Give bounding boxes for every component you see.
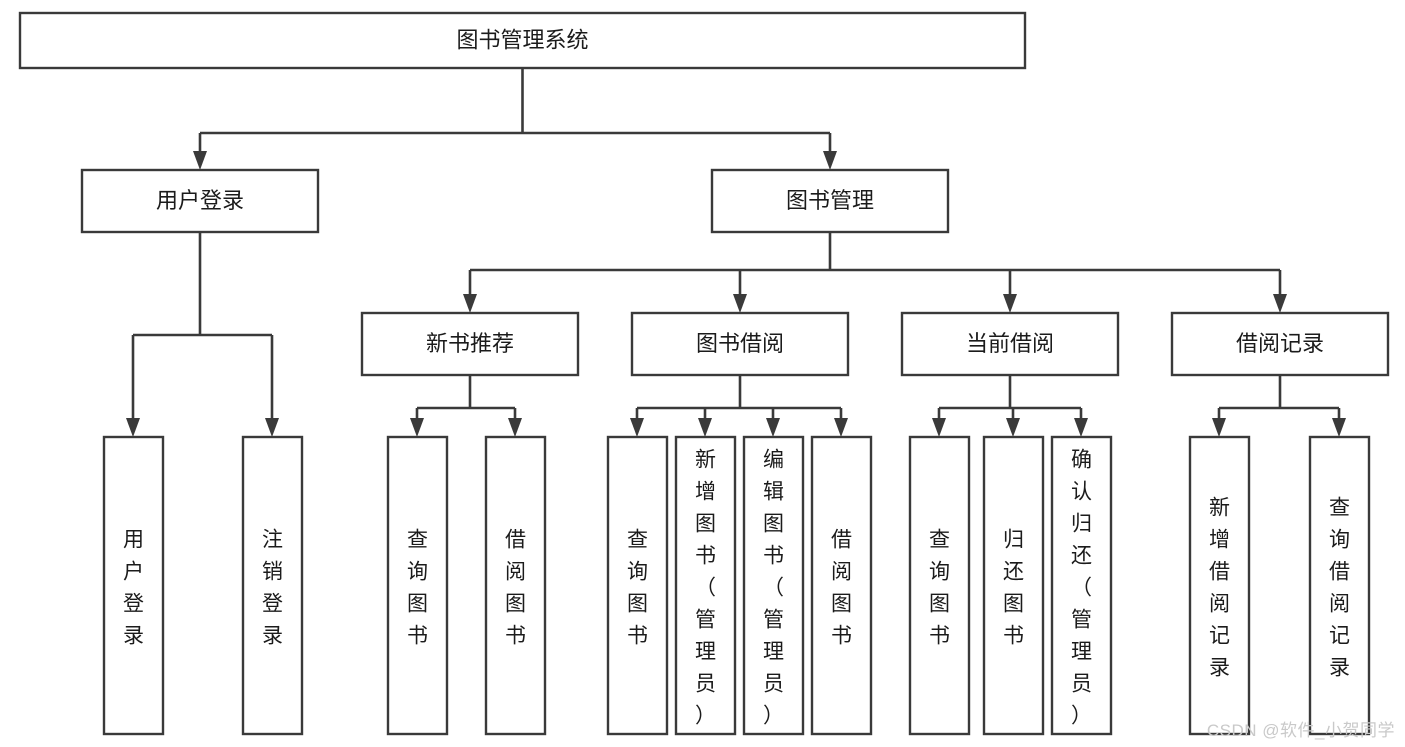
node-label-root: 图书管理系统 (456, 27, 588, 52)
node-box-book-borrow[interactable] (630, 311, 850, 377)
node-label-leaf-query-book-borrow: 查询图书 (627, 528, 648, 647)
node-box-borrow-record[interactable] (1170, 311, 1390, 377)
node-leaf-edit-book[interactable]: 编辑图书（管理员） (742, 435, 805, 736)
arrow-icon-root-1 (823, 151, 837, 170)
node-label-leaf-query-borrow-record: 查询借阅记录 (1329, 496, 1350, 679)
node-label-new-book-recommend: 新书推荐 (426, 331, 514, 356)
arrow-icon-cb-0 (932, 418, 946, 437)
node-book-management[interactable]: 图书管理 (710, 168, 950, 234)
arrow-icon-br-1 (1332, 418, 1346, 437)
node-layer: 图书管理系统用户登录图书管理新书推荐图书借阅当前借阅借阅记录用户登录注销登录查询… (18, 11, 1390, 736)
arrow-icon-bm-0 (463, 294, 477, 313)
node-label-current-borrow: 当前借阅 (966, 331, 1054, 356)
node-borrow-record[interactable]: 借阅记录 (1170, 311, 1390, 377)
node-label-leaf-add-borrow-record: 新增借阅记录 (1209, 496, 1230, 679)
node-box-leaf-borrow-book[interactable] (810, 435, 873, 736)
node-box-leaf-edit-book[interactable] (742, 435, 805, 736)
node-leaf-add-borrow-record[interactable]: 新增借阅记录 (1188, 435, 1251, 736)
node-user-login[interactable]: 用户登录 (80, 168, 320, 234)
node-label-leaf-borrow-book: 借阅图书 (831, 528, 852, 647)
node-label-leaf-query-book-current: 查询图书 (929, 528, 950, 647)
connector-layer (126, 68, 1346, 437)
node-leaf-query-book-current[interactable]: 查询图书 (908, 435, 971, 736)
node-label-leaf-edit-book: 编辑图书（管理员） (763, 448, 784, 727)
node-box-leaf-borrow-book-recommend[interactable] (484, 435, 547, 736)
node-label-leaf-add-book: 新增图书（管理员） (695, 448, 716, 727)
node-leaf-user-login[interactable]: 用户登录 (102, 435, 165, 736)
node-new-book-recommend[interactable]: 新书推荐 (360, 311, 580, 377)
arrow-icon-ul-0 (126, 418, 140, 437)
arrow-icon-ul-1 (265, 418, 279, 437)
arrow-icon-bb-3 (834, 418, 848, 437)
node-leaf-query-borrow-record[interactable]: 查询借阅记录 (1308, 435, 1371, 736)
node-leaf-logout[interactable]: 注销登录 (241, 435, 304, 736)
node-box-leaf-confirm-return[interactable] (1050, 435, 1113, 736)
node-leaf-return-book[interactable]: 归还图书 (982, 435, 1045, 736)
node-box-leaf-query-book-current[interactable] (908, 435, 971, 736)
csdn-watermark: CSDN @软件_小贺同学 (1206, 721, 1395, 740)
node-box-leaf-add-borrow-record[interactable] (1188, 435, 1251, 736)
arrow-icon-bb-2 (766, 418, 780, 437)
node-leaf-borrow-book[interactable]: 借阅图书 (810, 435, 873, 736)
node-book-borrow[interactable]: 图书借阅 (630, 311, 850, 377)
node-box-leaf-add-book[interactable] (674, 435, 737, 736)
node-label-leaf-confirm-return: 确认归还（管理员） (1071, 448, 1092, 727)
arrow-icon-nbr-1 (508, 418, 522, 437)
node-label-leaf-return-book: 归还图书 (1003, 528, 1024, 647)
arrow-icon-bm-2 (1003, 294, 1017, 313)
node-box-leaf-return-book[interactable] (982, 435, 1045, 736)
arrow-icon-bm-1 (733, 294, 747, 313)
node-label-borrow-record: 借阅记录 (1236, 331, 1324, 356)
arrow-icon-cb-1 (1006, 418, 1020, 437)
node-label-book-borrow: 图书借阅 (696, 331, 784, 356)
node-current-borrow[interactable]: 当前借阅 (900, 311, 1120, 377)
node-label-leaf-logout: 注销登录 (262, 528, 283, 647)
arrow-icon-root-0 (193, 151, 207, 170)
node-label-leaf-query-book-recommend: 查询图书 (407, 528, 428, 647)
node-leaf-add-book[interactable]: 新增图书（管理员） (674, 435, 737, 736)
node-box-leaf-logout[interactable] (241, 435, 304, 736)
node-leaf-confirm-return[interactable]: 确认归还（管理员） (1050, 435, 1113, 736)
node-box-new-book-recommend[interactable] (360, 311, 580, 377)
arrow-icon-br-0 (1212, 418, 1226, 437)
node-root[interactable]: 图书管理系统 (18, 11, 1027, 70)
node-box-leaf-query-borrow-record[interactable] (1308, 435, 1371, 736)
node-box-leaf-query-book-recommend[interactable] (386, 435, 449, 736)
node-leaf-borrow-book-recommend[interactable]: 借阅图书 (484, 435, 547, 736)
node-label-user-login: 用户登录 (156, 188, 244, 213)
node-leaf-query-book-recommend[interactable]: 查询图书 (386, 435, 449, 736)
node-label-book-management: 图书管理 (786, 188, 874, 213)
node-label-leaf-user-login: 用户登录 (123, 528, 144, 647)
node-box-current-borrow[interactable] (900, 311, 1120, 377)
node-box-user-login[interactable] (80, 168, 320, 234)
node-box-book-management[interactable] (710, 168, 950, 234)
arrow-icon-cb-2 (1074, 418, 1088, 437)
arrow-icon-nbr-0 (410, 418, 424, 437)
arrow-icon-bb-0 (630, 418, 644, 437)
arrow-icon-bb-1 (698, 418, 712, 437)
node-box-root[interactable] (18, 11, 1027, 70)
node-box-leaf-user-login[interactable] (102, 435, 165, 736)
node-label-leaf-borrow-book-recommend: 借阅图书 (505, 528, 526, 647)
node-box-leaf-query-book-borrow[interactable] (606, 435, 669, 736)
arrow-icon-bm-3 (1273, 294, 1287, 313)
node-leaf-query-book-borrow[interactable]: 查询图书 (606, 435, 669, 736)
